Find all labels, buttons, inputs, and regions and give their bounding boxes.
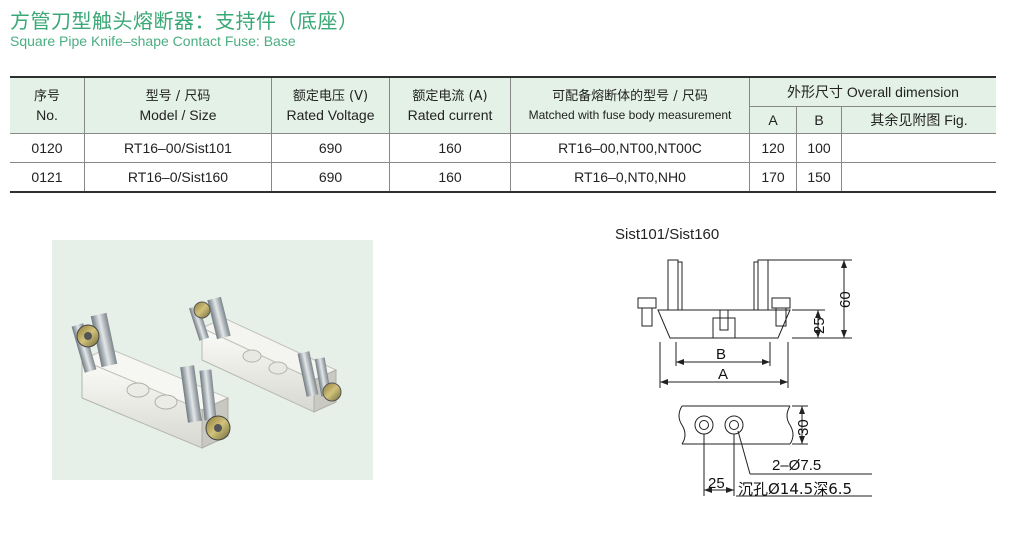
counterbore-note: 沉孔Ø14.5深6.5 <box>738 480 852 498</box>
hole-1-counterbore <box>694 415 714 435</box>
table-row: 0121 RT16–0/Sist160 690 160 RT16–0,NT0,N… <box>10 162 996 192</box>
front-base <box>71 312 231 449</box>
cell-a: 170 <box>749 162 797 192</box>
left-clip <box>667 259 679 311</box>
left-bolt-shank <box>641 307 653 327</box>
product-photo <box>52 240 373 480</box>
plan-view-break-left <box>678 405 686 445</box>
technical-drawing: 60 25 B A 30 25 2–Ø7.5 沉孔Ø14.5深6.5 <box>637 259 872 498</box>
dim-b-label: B <box>716 346 726 363</box>
drawing-title: Sist101/Sist160 <box>615 226 720 243</box>
dim-arrowheads <box>660 260 847 493</box>
hole-2 <box>729 420 739 430</box>
center-stud <box>719 309 729 331</box>
hole-note: 2–Ø7.5 <box>772 457 821 474</box>
dim-60-label: 60 <box>837 291 854 308</box>
dim-25-bottom-label: 25 <box>708 475 725 492</box>
cell-matched: RT16–00,NT00,NT00C <box>510 133 750 163</box>
cell-voltage: 690 <box>271 133 390 163</box>
cell-b: 100 <box>796 133 842 163</box>
left-clip-inner <box>677 261 683 311</box>
cell-current: 160 <box>389 162 511 192</box>
cell-model: RT16–0/Sist160 <box>84 162 272 192</box>
dim-a-label: A <box>718 366 728 383</box>
back-base <box>188 296 342 413</box>
right-clip-inner <box>753 261 759 311</box>
cell-matched: RT16–0,NT0,NH0 <box>510 162 750 192</box>
dim-25-vertical-label: 25 <box>811 317 828 334</box>
cell-b: 150 <box>796 162 842 192</box>
cell-fig <box>841 162 996 192</box>
base-body-outline <box>657 309 791 339</box>
cell-no: 0120 <box>10 133 85 163</box>
hole-1 <box>699 420 709 430</box>
right-clip <box>757 259 769 311</box>
right-bolt-head <box>771 297 791 309</box>
plan-view-edges <box>682 405 790 445</box>
hole-2-counterbore <box>724 415 744 435</box>
header-b: B <box>796 106 842 134</box>
table-row: 0120 RT16–00/Sist101 690 160 RT16–00,NT0… <box>10 133 996 163</box>
hole-leader <box>737 430 751 475</box>
cell-voltage: 690 <box>271 162 390 192</box>
dim-30-label: 30 <box>795 419 812 436</box>
cell-no: 0121 <box>10 162 85 192</box>
header-current: 额定电流 (A)Rated current <box>389 77 511 134</box>
page-subtitle: Square Pipe Knife–shape Contact Fuse: Ba… <box>10 33 296 49</box>
left-bolt-head <box>637 297 657 309</box>
right-bolt-shank <box>775 307 787 327</box>
cell-current: 160 <box>389 133 511 163</box>
cell-fig <box>841 133 996 163</box>
header-fig: 其余见附图 Fig. <box>841 106 996 134</box>
plan-view-break-right <box>786 405 794 445</box>
cell-model: RT16–00/Sist101 <box>84 133 272 163</box>
header-overall-dimension: 外形尺寸 Overall dimension <box>749 77 996 107</box>
page-title: 方管刀型触头熔断器：支持件（底座） <box>10 9 359 33</box>
center-block <box>712 317 736 339</box>
header-a: A <box>749 106 797 134</box>
header-voltage: 额定电压 (V)Rated Voltage <box>271 77 390 134</box>
fuse-base-illustration <box>71 296 342 449</box>
cell-a: 120 <box>749 133 797 163</box>
